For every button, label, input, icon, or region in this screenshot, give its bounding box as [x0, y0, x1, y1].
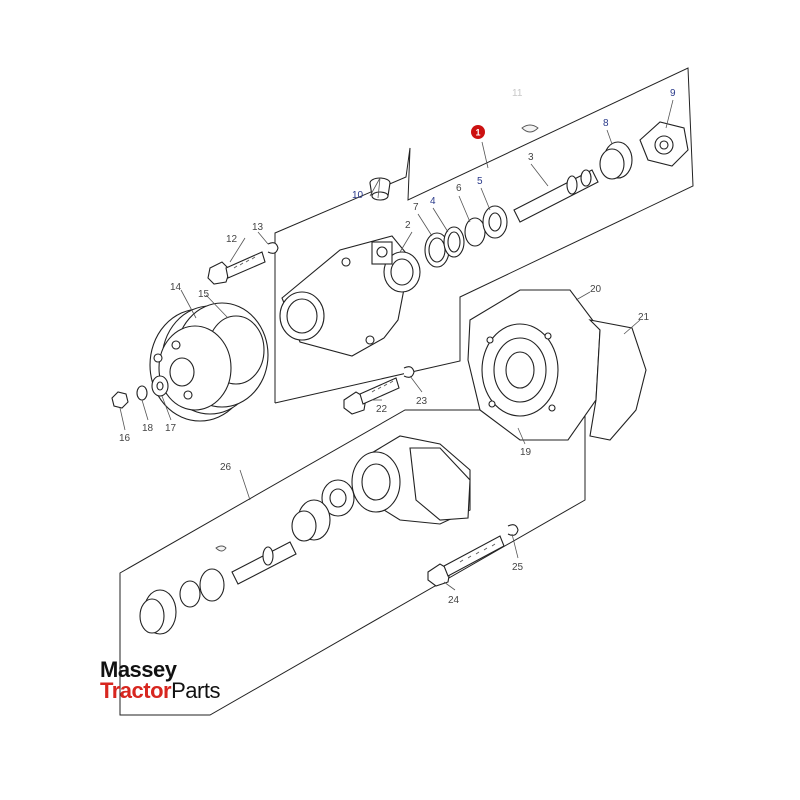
- gasket-21: [588, 319, 647, 441]
- timing-housing-20: [467, 289, 601, 441]
- callout-24: 24: [448, 595, 460, 606]
- bolt-22: [343, 366, 415, 415]
- callout-7: 7: [413, 202, 419, 213]
- callout-1: 1: [475, 128, 480, 138]
- callout-25: 25: [512, 562, 524, 573]
- callout-18: 18: [142, 423, 154, 434]
- callout-23: 23: [416, 396, 428, 407]
- logo-line-massey: Massey: [100, 657, 177, 682]
- callout-3: 3: [528, 152, 534, 163]
- cup-11: [521, 124, 539, 133]
- callout-17: 17: [165, 423, 177, 434]
- impeller-9: [639, 121, 689, 167]
- lower-assembly: [139, 435, 471, 635]
- callout-9: 9: [670, 88, 676, 99]
- lower-group-frame: [119, 409, 586, 716]
- callout-2: 2: [405, 220, 411, 231]
- callout-15: 15: [198, 289, 210, 300]
- callout-16: 16: [119, 433, 131, 444]
- callout-5: 5: [477, 176, 483, 187]
- logo-word-tractor: Tractor: [100, 677, 172, 703]
- leader-lines: [119, 99, 674, 591]
- shaft-3: [513, 169, 599, 223]
- logo-word-parts: Parts: [171, 677, 220, 703]
- callout-21: 21: [638, 312, 650, 323]
- callout-14: 14: [170, 282, 182, 293]
- callout-13: 13: [252, 222, 264, 233]
- seal-8: [599, 141, 633, 180]
- callout-19: 19: [520, 447, 532, 458]
- nut-washer-set: [111, 375, 169, 409]
- pulley: [149, 302, 269, 422]
- callout-10: 10: [352, 190, 364, 201]
- bolt-24: [427, 524, 519, 587]
- callout-4: 4: [430, 196, 436, 207]
- callout-1-marker: [471, 125, 485, 139]
- callout-6: 6: [456, 183, 462, 194]
- upper-group-frame: [274, 67, 694, 404]
- callout-26: 26: [220, 462, 232, 473]
- callout-12: 12: [226, 234, 238, 245]
- pump-housing: [279, 235, 421, 357]
- massey-tractor-parts-logo: Massey TractorParts: [100, 657, 220, 703]
- seal-set: [424, 205, 508, 268]
- callout-11: 11: [512, 88, 523, 99]
- callout-8: 8: [603, 118, 609, 129]
- callout-20: 20: [590, 284, 602, 295]
- callout-22: 22: [376, 404, 388, 415]
- bolt-12: [207, 242, 279, 285]
